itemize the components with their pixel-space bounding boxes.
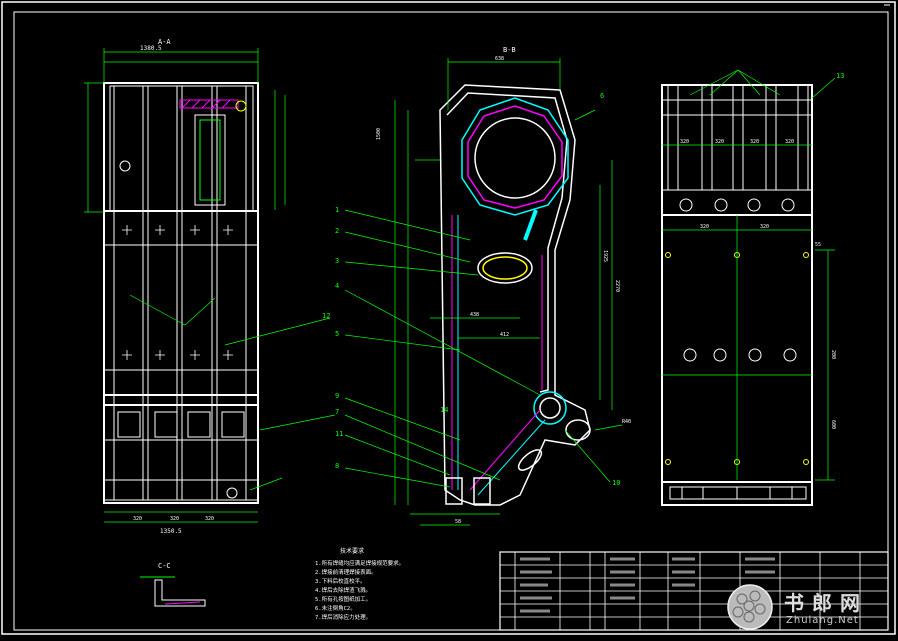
left-view-dimensions [84, 48, 336, 523]
detail-c-c [140, 576, 206, 607]
section-dim-texts: 638 1500 1925 2270 438 412 58 R40 [376, 56, 631, 525]
tech-note-7: 7.焊后消除应力处理。 [315, 613, 371, 621]
tech-note-5: 5.所有孔按图纸加工。 [315, 595, 371, 603]
callout-7: 7 [335, 408, 339, 416]
watermark-text: 书郎网 [784, 591, 868, 615]
right-dim-texts: 320 320 320 320 320 320 55 200 600 [680, 139, 836, 429]
globe-logo-icon [727, 584, 773, 630]
title-block [499, 551, 889, 631]
left-dim-bottom: 1350.5 [160, 528, 182, 535]
left-dim-top: 1380.5 [140, 45, 162, 52]
sec-dim-5: 438 [470, 312, 479, 318]
rt-dim-1: 320 [680, 139, 689, 145]
sec-dim-4: 2270 [614, 280, 620, 292]
rt-dim-6: 320 [760, 224, 769, 230]
callout-13: 13 [836, 72, 844, 80]
rt-dim-8: 200 [830, 350, 836, 359]
callout-5: 5 [335, 330, 339, 338]
sec-dim-2: 1500 [376, 128, 382, 140]
watermark-url: Zhulang.Net [786, 615, 859, 626]
tech-notes: 技术要求 1.所有焊缝均应满足焊接规范要求。 2.焊接前清理焊接表面。 3.下料… [315, 547, 404, 621]
rt-dim-7: 55 [815, 242, 821, 248]
tech-note-3: 3.下料后校直校平。 [315, 577, 366, 585]
tech-note-2: 2.焊接前清理焊接表面。 [315, 568, 377, 576]
watermark: 书郎网 Zhulang.Net [722, 581, 892, 633]
sec-dim-7: 58 [455, 519, 461, 525]
callout-10: 10 [612, 479, 620, 487]
title-block-fill [520, 557, 775, 613]
callout-11: 11 [335, 430, 343, 438]
callout-8: 8 [335, 462, 339, 470]
tech-notes-title: 技术要求 [340, 547, 364, 555]
callout-1: 1 [335, 206, 339, 214]
right-view [661, 84, 813, 506]
left-dim-b1: 320 [133, 516, 142, 522]
section-view [439, 84, 591, 506]
callout-12: 12 [322, 312, 330, 320]
detail-c-c-title: C-C [158, 562, 171, 570]
sec-dim-1: 638 [495, 56, 504, 62]
section-callouts: 1 2 3 4 5 6 7 8 9 10 11 [335, 92, 620, 487]
left-view-title: A-A [158, 38, 171, 46]
rt-dim-5: 320 [700, 224, 709, 230]
inner-border [13, 11, 889, 631]
section-view-title: B-B [503, 46, 516, 54]
callout-9: 9 [335, 392, 339, 400]
callout-4: 4 [335, 282, 339, 290]
callout-14: 14 [440, 406, 448, 414]
callout-3: 3 [335, 257, 339, 265]
rt-dim-4: 320 [785, 139, 794, 145]
left-dim-b3: 320 [205, 516, 214, 522]
tech-note-4: 4.焊后去除焊渣飞溅。 [315, 586, 371, 594]
sec-dim-3: 1925 [602, 250, 608, 262]
left-view [103, 82, 259, 504]
section-dimensions [344, 58, 623, 526]
rt-dim-9: 600 [830, 420, 836, 429]
right-view-dimensions [662, 69, 836, 481]
callout-2: 2 [335, 227, 339, 235]
tech-note-6: 6.未注倒角C2。 [315, 604, 356, 612]
tech-note-1: 1.所有焊缝均应满足焊接规范要求。 [315, 559, 404, 567]
callout-6: 6 [600, 92, 604, 100]
left-dim-b2: 320 [170, 516, 179, 522]
sec-dim-8: R40 [622, 419, 631, 425]
rt-dim-3: 320 [750, 139, 759, 145]
sec-dim-6: 412 [500, 332, 509, 338]
rt-dim-2: 320 [715, 139, 724, 145]
